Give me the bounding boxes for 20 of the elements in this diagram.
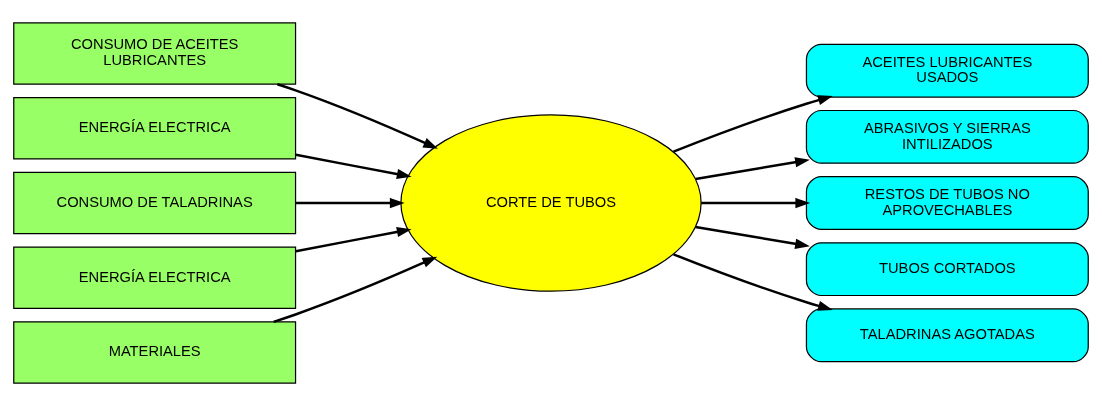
node-box: ACEITES LUBRICANTES USADOS: [805, 43, 1089, 98]
arrow: [277, 82, 438, 149]
node-box: RESTOS DE TUBOS NO APROVECHABLES: [805, 175, 1089, 230]
node-box: CONSUMO DE TALADRINAS: [13, 171, 297, 234]
node-ellipse: CORTE DE TUBOS: [400, 113, 702, 292]
node-box: CONSUMO DE ACEITES LUBRICANTES: [13, 21, 297, 85]
arrow: [673, 252, 833, 311]
node-box: ENERGÍA ELECTRICA: [13, 96, 297, 159]
arrow: [295, 226, 412, 252]
node-box: TALADRINAS AGOTADAS: [805, 307, 1089, 362]
node-box: ENERGÍA ELECTRICA: [13, 246, 297, 309]
arrow: [673, 94, 833, 153]
node-box: ABRASIVOS Y SIERRAS INTILIZADOS: [805, 109, 1089, 164]
arrow: [695, 156, 810, 180]
node-box: MATERIALES: [13, 320, 297, 384]
arrow: [695, 225, 810, 249]
arrow: [295, 153, 412, 179]
node-box: TUBOS CORTADOS: [805, 241, 1089, 296]
arrow: [295, 197, 405, 208]
arrow: [701, 197, 811, 208]
